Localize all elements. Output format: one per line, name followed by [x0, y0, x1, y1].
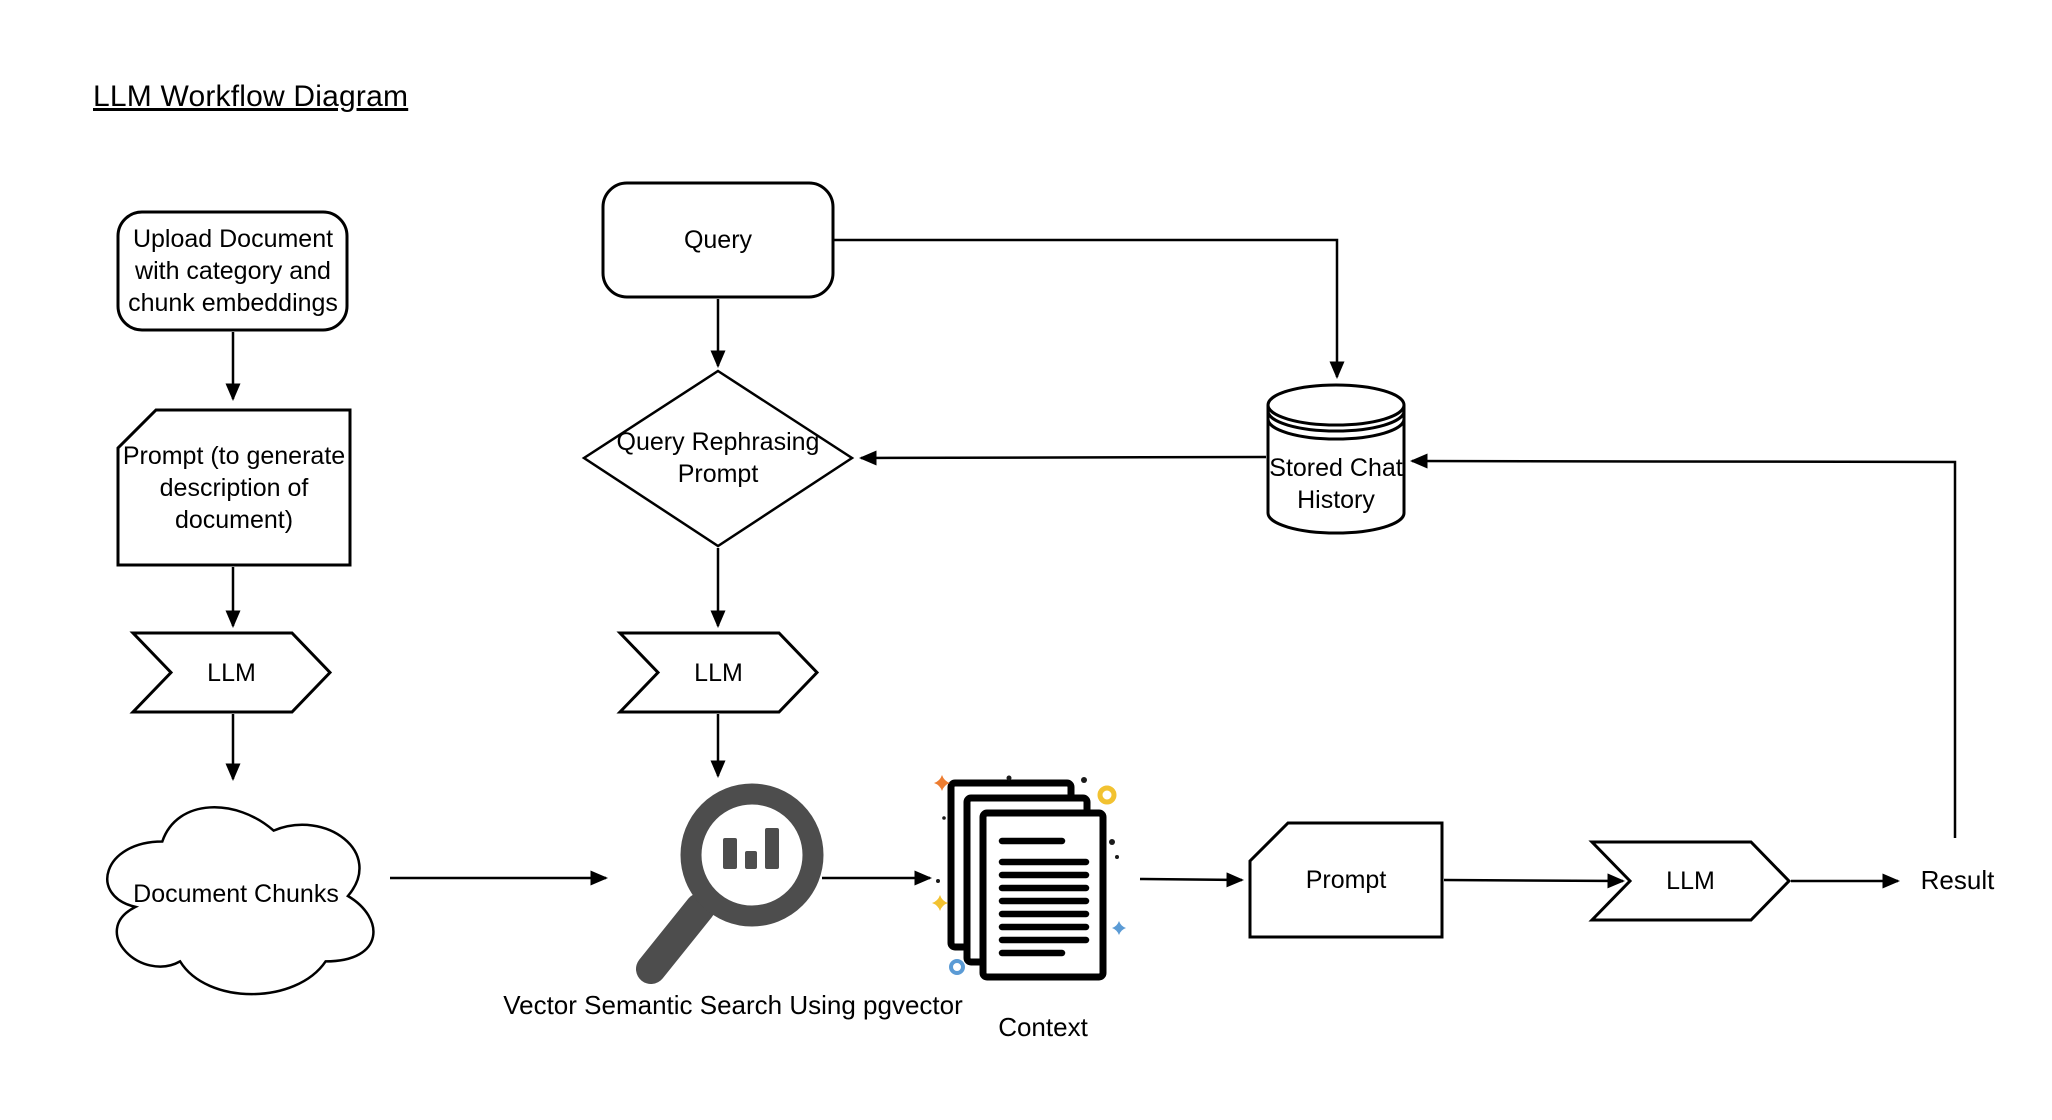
- flow-arrow-result-to-history: [1410, 453, 1957, 838]
- llm-left-label: LLM: [207, 658, 256, 687]
- query-label: Query: [683, 226, 753, 254]
- flow-arrow-prompt-to-llm-right: [1443, 873, 1625, 889]
- bar-chart-bar-medium: [723, 838, 737, 869]
- llm-right-shape: [1588, 840, 1792, 922]
- sparkle-dots: [936, 775, 1119, 883]
- upload-document-label: Upload Document with category and chunk …: [128, 225, 338, 317]
- query-shape: [601, 181, 835, 299]
- query-rephrasing-prompt-label: Query Rephrasing Prompt: [616, 428, 820, 488]
- llm-right-label: LLM: [1666, 867, 1715, 895]
- magnifier-handle: [636, 893, 715, 984]
- diagram-title: LLM Workflow Diagram: [93, 80, 409, 113]
- query-rephrasing-diamond-shape: [581, 369, 855, 548]
- stored-chat-history-label: Stored Chat History: [1269, 454, 1403, 514]
- document-chunks-cloud-shape: [106, 806, 375, 996]
- flow-arrow-query-to-history: [833, 238, 1345, 380]
- final-prompt-shape: [1248, 821, 1444, 939]
- bar-chart-bar-tall: [765, 828, 779, 869]
- vector-search-label: Vector Semantic Search Using pgvector: [503, 990, 963, 1021]
- sparkle-orange-icon: [934, 775, 950, 791]
- database-cylinder-icon: [1266, 383, 1406, 535]
- generate-description-prompt-label: Prompt (to generate description of docum…: [122, 442, 346, 534]
- generate-description-prompt-shape: [116, 408, 352, 567]
- context-documents-icon: [932, 775, 1126, 981]
- bar-chart-bar-short: [745, 851, 757, 869]
- sparkle-blue-icon: [1112, 921, 1126, 935]
- llm-left-shape: [129, 631, 333, 714]
- context-label: Context: [998, 1012, 1088, 1043]
- vector-search-magnifier-icon: [636, 783, 824, 984]
- sparkle-blue-ring-icon: [949, 959, 965, 975]
- document-text-lines: [998, 837, 1090, 957]
- flow-arrow-context-to-prompt: [1139, 872, 1244, 888]
- sparkle-yellow-icon: [932, 895, 948, 911]
- flow-arrow-history-to-diamond: [859, 450, 1267, 466]
- final-prompt-label: Prompt: [1305, 866, 1387, 894]
- llm-middle-shape: [616, 631, 820, 714]
- llm-middle-label: LLM: [694, 658, 743, 687]
- result-label: Result: [1920, 865, 1995, 896]
- sparkle-yellow-ring-icon: [1097, 785, 1117, 805]
- document-chunks-label: Document Chunks: [133, 880, 339, 908]
- upload-document-shape: [116, 210, 349, 332]
